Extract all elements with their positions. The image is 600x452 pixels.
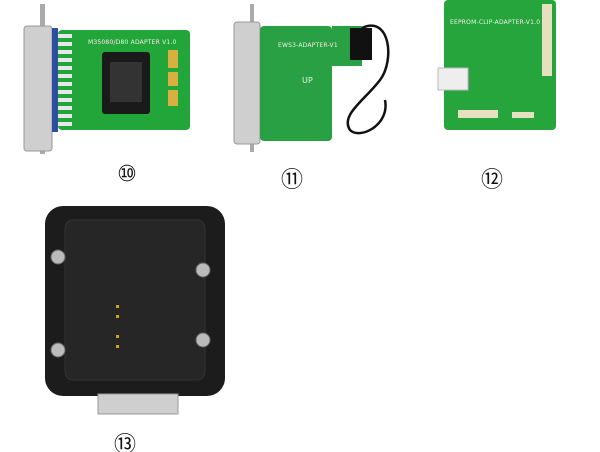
adapter-13 [20,200,240,420]
board-label: EEPROM-CLIP-ADAPTER-V1.0 [450,19,541,26]
item-number-10: ⑩ [117,162,137,187]
ews3-adapter-image [233,4,390,152]
board-label: EWS3-ADAPTER-V1 [278,42,338,49]
black-housing-adapter-image [45,206,225,415]
eeprom-clip-adapter-image [437,0,556,130]
adapter-10: M35080/D80 ADAPTER V1.0 [0,0,200,160]
item-number-11: ⑪ [280,168,303,193]
item-number-12: ⑫ [480,168,503,193]
board-mark-up: UP [302,76,314,85]
adapter-11: EWS3-ADAPTER-V1 UP [220,0,410,160]
db25-adapter-image [23,4,190,154]
board-label: M35080/D80 ADAPTER V1.0 [88,39,177,46]
adapter-12: EEPROM-CLIP-ADAPTER-V1.0 [430,0,560,140]
item-number-13: ⑬ [113,433,136,452]
